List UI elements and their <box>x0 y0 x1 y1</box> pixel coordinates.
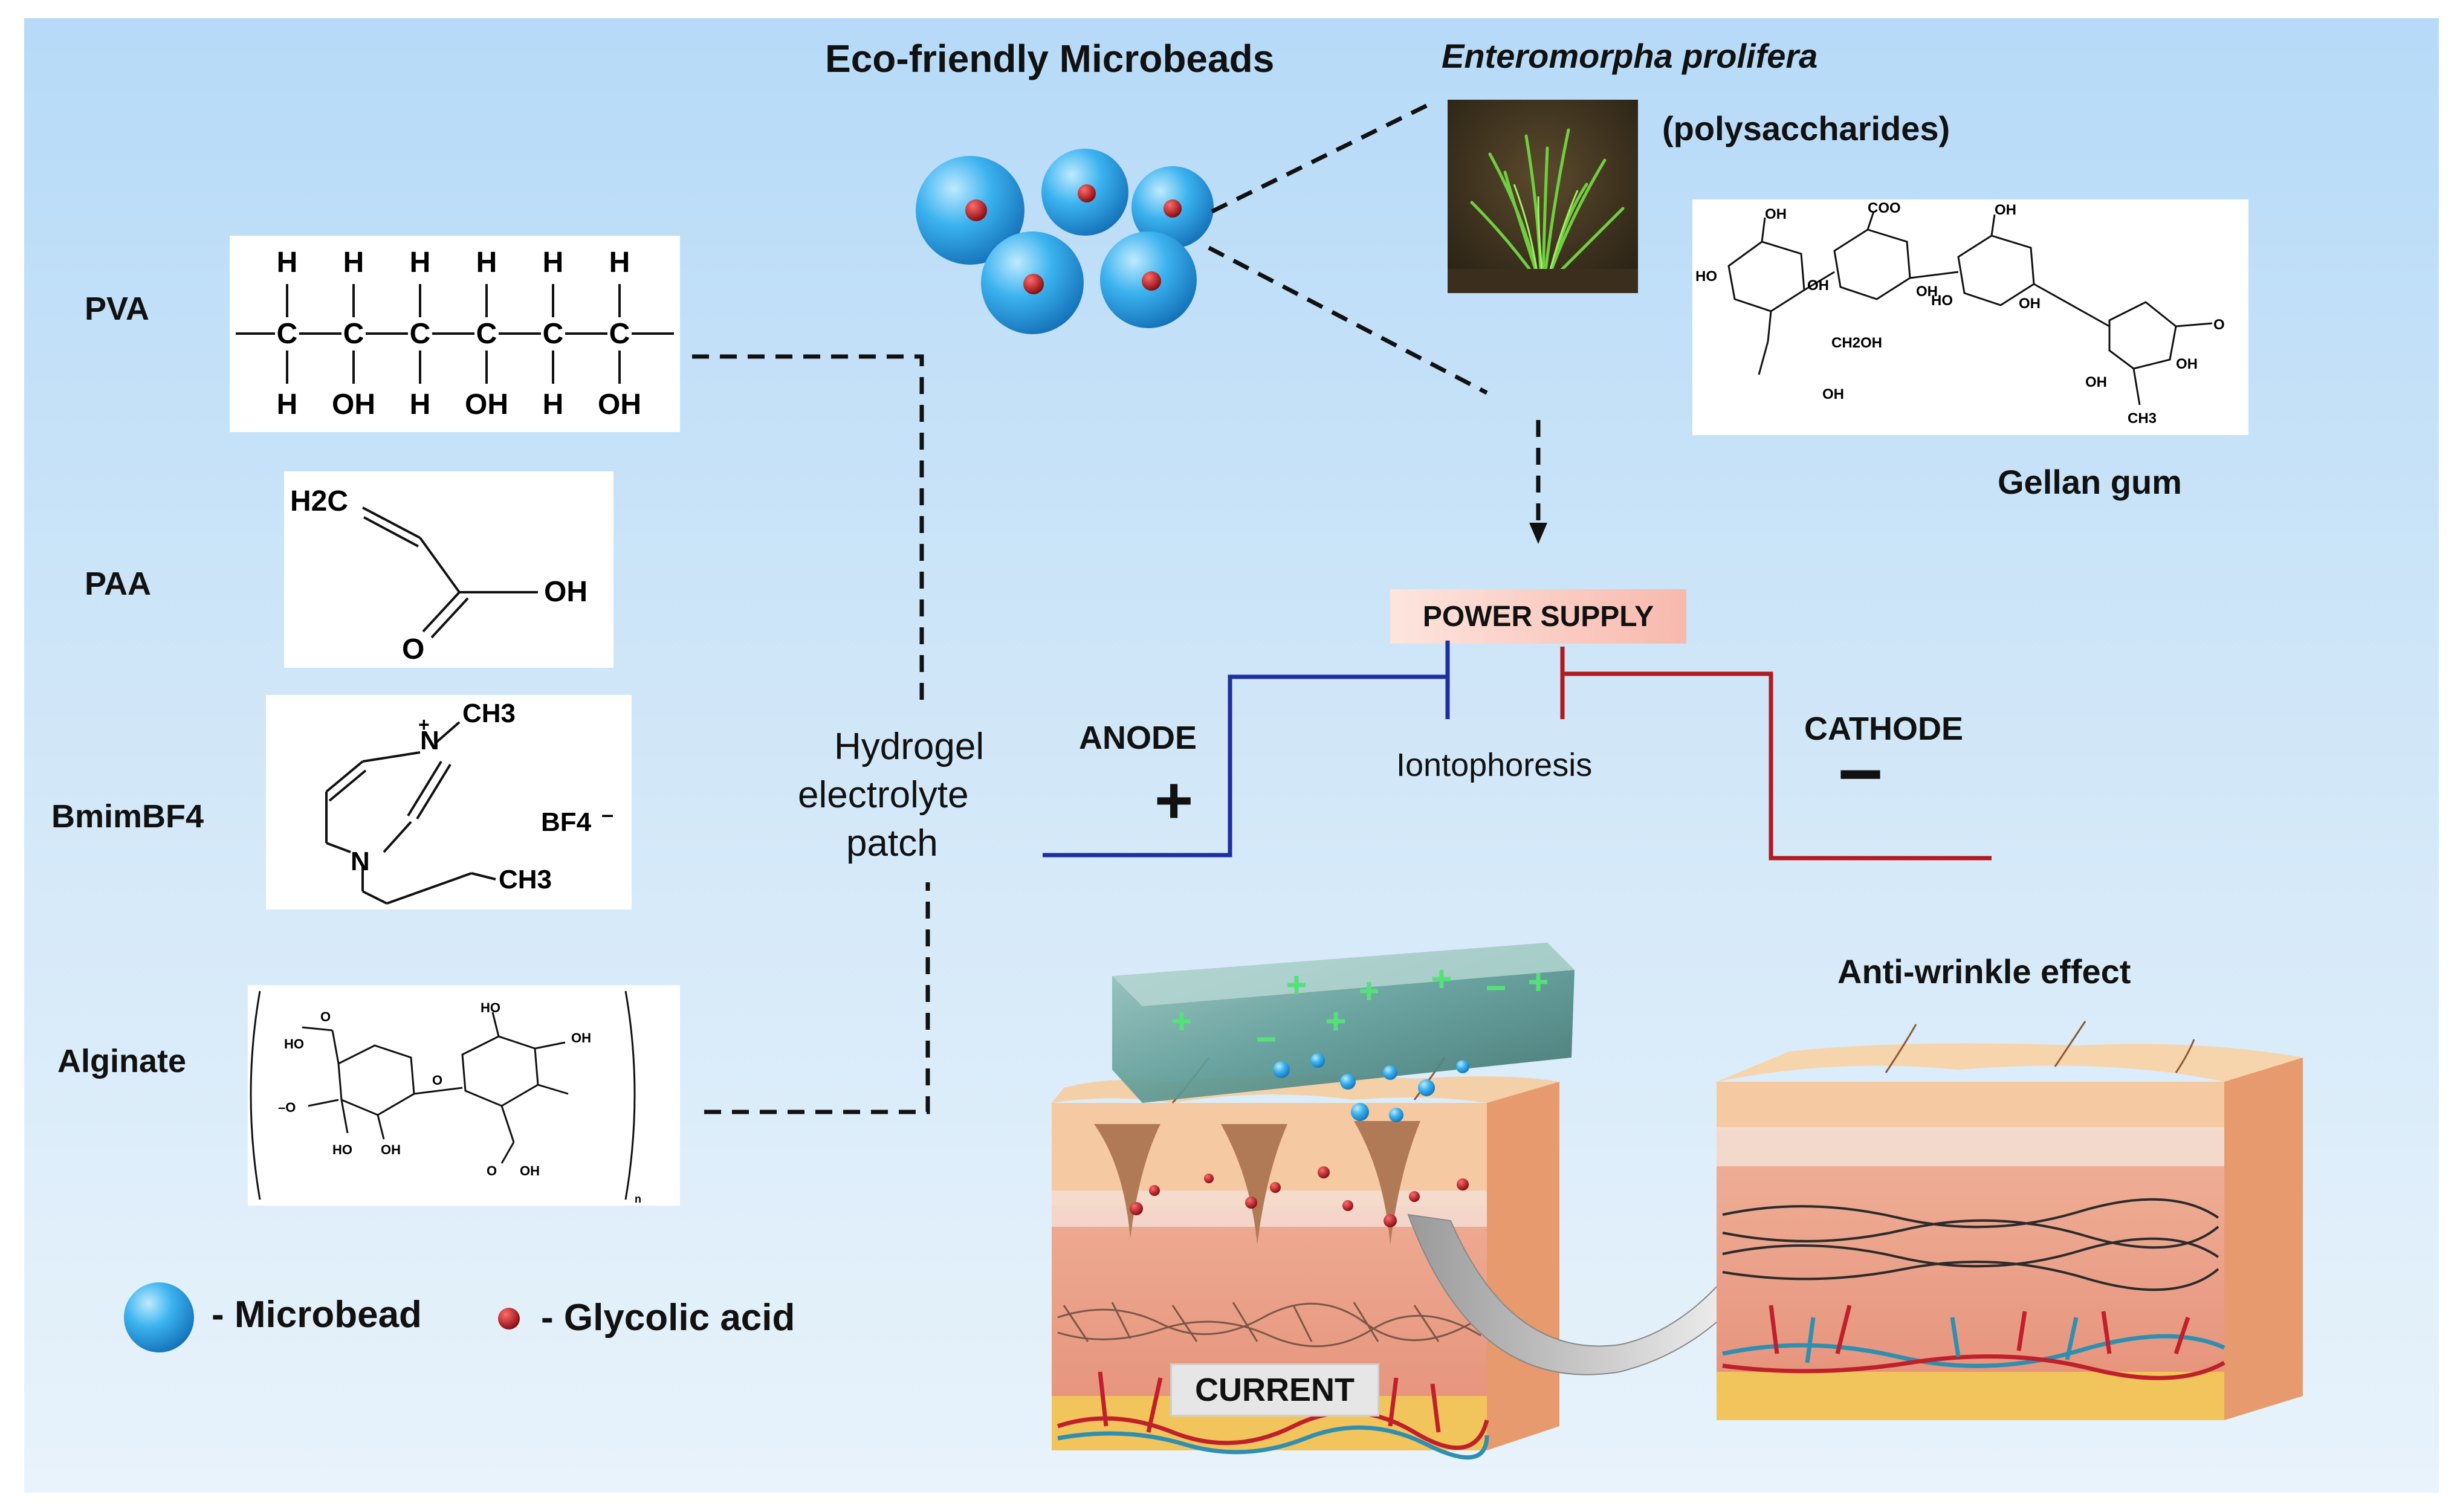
title-microbeads: Eco-friendly Microbeads <box>825 37 1275 80</box>
legend-microbead-label: - Microbead <box>212 1294 422 1336</box>
pva-bottom-atom: H <box>410 389 431 421</box>
alginate-repeat-n: n <box>635 1193 641 1205</box>
pva-top-atom: H <box>609 247 630 279</box>
power-supply-label: POWER SUPPLY <box>1422 600 1654 633</box>
enteromorpha-photo <box>1448 100 1638 293</box>
anode-label: ANODE <box>1079 720 1197 756</box>
source-organism-label: Enteromorpha prolifera <box>1442 37 1818 75</box>
hydrogel-label-line1: Hydrogel <box>834 726 985 767</box>
pva-chain-atom: C <box>410 318 431 350</box>
pva-bottom-atom: OH <box>332 389 375 421</box>
paa-structure: H2C OH O <box>284 471 613 668</box>
legend-microbead-symbol <box>124 1282 194 1352</box>
pva-chain-atom: C <box>343 318 364 350</box>
pva-bottom-atom: H <box>543 389 564 421</box>
anode-plus-sign: + <box>1154 763 1194 838</box>
alginate-atom-ho-tl: HO <box>284 1036 304 1052</box>
pva-top-atom: H <box>343 247 364 279</box>
bmim-atom-n: N <box>351 847 370 876</box>
bmim-charge-plus: + <box>418 714 430 735</box>
gellan-atom-oh7: OH <box>2085 374 2107 390</box>
pva-top-atom: H <box>410 247 431 279</box>
hydrogel-label-line3: patch <box>846 822 938 864</box>
alginate-atom-oh-bl: OH <box>381 1142 401 1157</box>
alginate-atom-ho-bl: HO <box>332 1142 352 1157</box>
hydrogel-patch <box>1112 943 1575 1122</box>
pva-top-atom: H <box>543 247 564 279</box>
gellan-atom-coo: COO <box>1868 200 1901 216</box>
pva-bottom-atom: H <box>277 389 298 421</box>
gellan-gum-structure: OH COO OH HO OH OH HO OH CH2OH OH OH OH … <box>1692 199 2248 435</box>
bmim-anion-charge: – <box>601 802 613 827</box>
gellan-atom-oh8: OH <box>2176 356 2198 372</box>
anti-wrinkle-label: Anti-wrinkle effect <box>1837 952 2131 990</box>
gellan-atom-oh1: OH <box>1765 206 1787 222</box>
alginate-atom-ho-tr: HO <box>481 1000 500 1015</box>
paa-atom-oh: OH <box>544 576 587 608</box>
gellan-atom-ch3: CH3 <box>2128 410 2157 427</box>
component-label-paa: PAA <box>85 566 152 602</box>
iontophoresis-label: Iontophoresis <box>1396 747 1593 783</box>
bmim-atom-n-plus: N <box>420 726 439 755</box>
gellan-atom-ch2oh: CH2OH <box>1831 335 1882 351</box>
pva-chain-atom: C <box>277 318 298 350</box>
gellan-atom-oh2: OH <box>1995 202 2016 218</box>
power-supply-box: POWER SUPPLY <box>1390 589 1686 644</box>
alginate-atom-oh-br: OH <box>520 1163 540 1178</box>
gellan-atom-oh4: OH <box>1916 283 1938 300</box>
pva-bottom-atom: OH <box>598 389 641 421</box>
gellan-atom-o-end: O <box>2213 317 2225 333</box>
component-label-bmimbf4: BmimBF4 <box>51 798 204 835</box>
alginate-atom-o-bond: O <box>432 1073 442 1088</box>
pva-chain-atom: C <box>609 318 630 350</box>
pva-bottom-atom: OH <box>465 389 508 421</box>
alginate-atom-o-left: –O <box>278 1100 296 1115</box>
component-label-alginate: Alginate <box>57 1043 187 1079</box>
diagram-graphics <box>24 18 2439 1493</box>
current-label: CURRENT <box>1195 1372 1355 1408</box>
gellan-atom-ho1: HO <box>1695 268 1717 285</box>
alginate-structure: HO O HO OH –O HO OH O O OH n <box>248 985 680 1206</box>
skin-block-result <box>1717 1021 2303 1420</box>
pva-structure: H H H H H H C C C C C C H OH H OH H OH <box>230 236 680 432</box>
bmim-atom-ch3-top: CH3 <box>462 699 516 728</box>
cathode-minus-sign: − <box>1837 729 1883 818</box>
component-label-pva: PVA <box>85 291 150 327</box>
gellan-atom-oh5: OH <box>2019 296 2041 312</box>
hydrogel-label-line2: electrolyte <box>798 774 969 816</box>
bmim-anion-bf4: BF4 <box>541 807 592 837</box>
microbead-cluster <box>916 149 1214 334</box>
pva-chain-atom: C <box>476 318 497 350</box>
pva-top-atom: H <box>277 247 298 279</box>
paa-atom-h2c: H2C <box>290 485 348 517</box>
figure-canvas: Eco-friendly Microbeads Enteromorpha pro… <box>24 18 2439 1493</box>
cathode-label: CATHODE <box>1804 711 1963 747</box>
gellan-atom-oh3: OH <box>1807 277 1829 294</box>
bmim-atom-ch3-bottom: CH3 <box>499 865 552 894</box>
bmimbf4-structure: N + CH3 N CH3 BF4 – <box>266 695 632 909</box>
gellan-atom-ho2: HO <box>1931 292 1953 309</box>
legend-glycolic-acid-symbol <box>498 1308 520 1329</box>
paa-atom-o: O <box>402 633 424 665</box>
pva-top-atom: H <box>476 247 497 279</box>
gellan-gum-label: Gellan gum <box>1998 463 2182 501</box>
polysaccharides-label: (polysaccharides) <box>1662 109 1950 147</box>
alginate-atom-oh-tr: OH <box>571 1030 591 1045</box>
gellan-atom-oh6: OH <box>1822 386 1844 402</box>
current-label-box: CURRENT <box>1170 1363 1379 1417</box>
legend-glycolic-acid-label: - Glycolic acid <box>541 1297 795 1339</box>
alginate-atom-o-t: O <box>320 1009 331 1024</box>
alginate-atom-o-br: O <box>487 1163 497 1178</box>
pva-chain-atom: C <box>543 318 564 350</box>
